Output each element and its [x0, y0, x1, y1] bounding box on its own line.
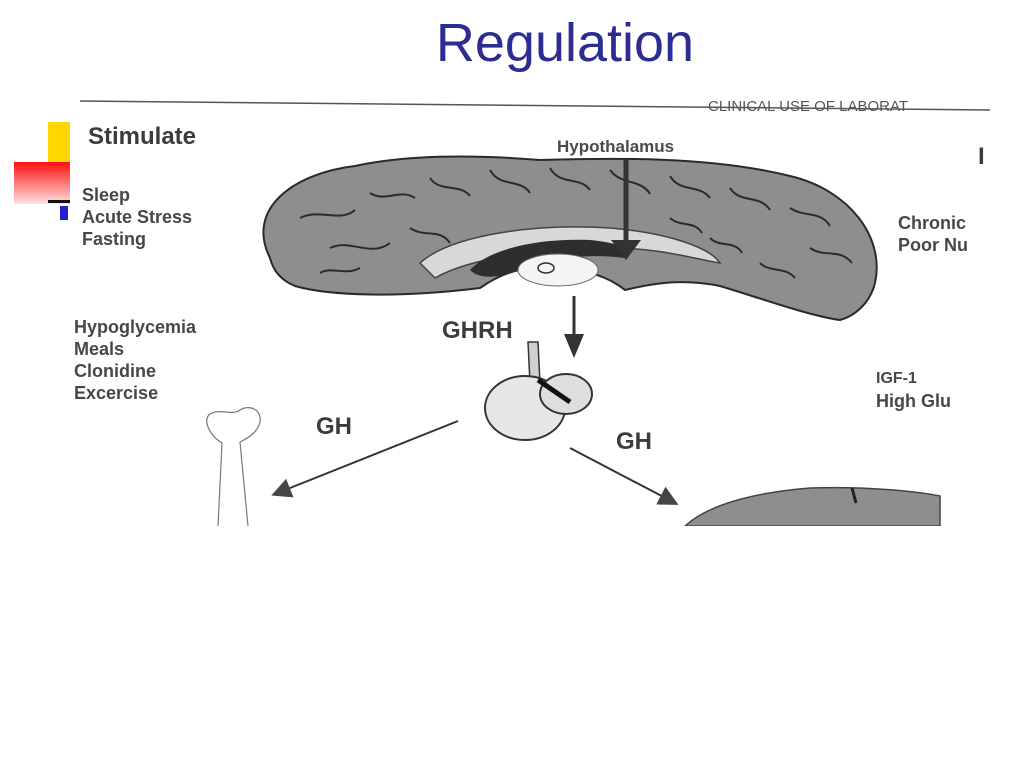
pituitary-band	[536, 377, 572, 405]
red-accent-block	[14, 162, 70, 204]
blue-bullet	[60, 206, 68, 220]
list-item: Poor Nu	[898, 235, 968, 255]
gh-right-arrow	[569, 447, 679, 505]
list-item: Meals	[74, 339, 125, 359]
list-item: Excercise	[74, 383, 159, 403]
list-item: IGF-1	[876, 370, 917, 387]
ghrh-label: GHRH	[442, 317, 513, 344]
stimulate-list-2: Hypoglycemia Meals Clonidine Excercise	[74, 316, 196, 404]
list-item: Hypoglycemia	[74, 317, 197, 337]
ghrh-arrow-head	[564, 334, 584, 358]
stimulate-list-1: Sleep Acute Stress Fasting	[82, 184, 192, 250]
list-item: Clonidine	[74, 361, 156, 381]
black-rule	[48, 200, 70, 203]
list-item: High Glu	[876, 391, 951, 411]
thalamus	[517, 253, 599, 287]
hypothalamus-arrow-head	[611, 240, 641, 260]
header-rule	[79, 100, 990, 111]
list-item: Fasting	[82, 229, 147, 249]
liver	[683, 486, 941, 526]
brain-gyri	[299, 167, 853, 279]
liver-mark	[850, 487, 858, 504]
yellow-accent-block	[48, 122, 70, 164]
list-item: Chronic	[898, 213, 967, 233]
slide-title: Regulation	[435, 13, 695, 73]
right-list-1: Chronic Poor Nu	[898, 212, 968, 256]
figure-drawing	[79, 100, 990, 526]
bone	[206, 407, 261, 526]
gh-right-label: GH	[616, 428, 652, 455]
hypothalamus-label: Hypothalamus	[557, 137, 675, 156]
list-item: Sleep	[82, 185, 131, 205]
gh-left-arrow	[271, 420, 459, 498]
gh-left-label: GH	[316, 413, 352, 440]
stimulate-heading: Stimulate	[88, 123, 197, 150]
figure-header-text: CLINICAL USE OF LABORAT	[708, 98, 909, 115]
thalamus-mark	[537, 262, 555, 274]
scanned-figure: CLINICAL USE OF LABORAT Stimulate Hypoth…	[70, 98, 990, 526]
right-list-2: IGF-1 High Glu	[876, 368, 951, 412]
pituitary-lobe	[539, 373, 593, 415]
right-heading-partial: I	[978, 143, 985, 170]
list-item: Acute Stress	[82, 207, 193, 227]
